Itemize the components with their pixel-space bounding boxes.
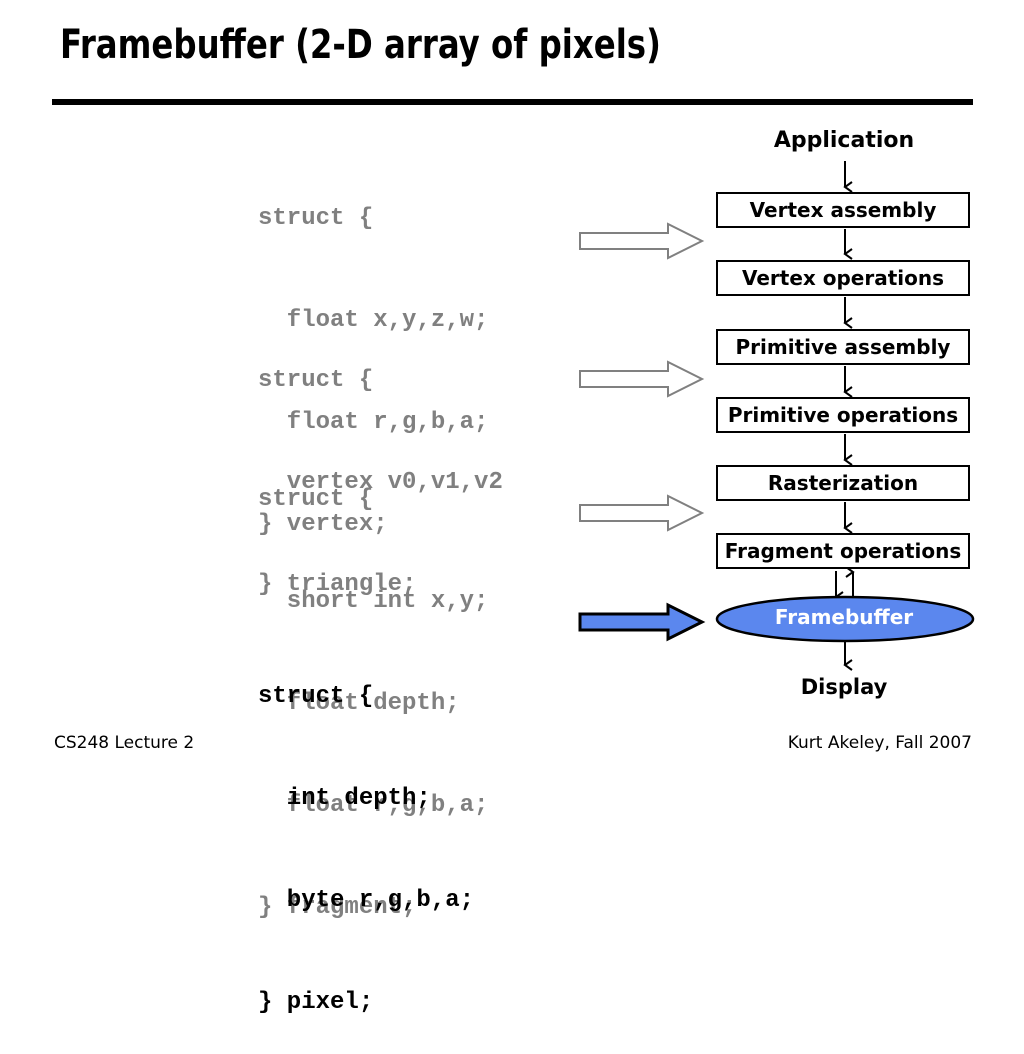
code-line: int depth;	[258, 785, 431, 812]
outline-arrow-fragment	[579, 494, 705, 532]
slide-title: Framebuffer (2-D array of pixels)	[60, 22, 661, 68]
code-block-pixel: struct { int depth; byte r,g,b,a; } pixe…	[258, 612, 474, 1054]
code-line: } triangle;	[258, 571, 417, 598]
code-line: float r,g,b,a;	[258, 409, 489, 436]
code-line: struct {	[258, 367, 374, 394]
stage-primitive-operations: Primitive operations	[716, 397, 970, 433]
code-block-vertex: struct { float x,y,z,w; float r,g,b,a; }…	[258, 134, 488, 576]
code-line: struct {	[258, 486, 374, 513]
title-underline	[52, 99, 973, 105]
code-line: struct {	[258, 205, 374, 232]
code-line: float x,y,z,w;	[258, 307, 489, 334]
stage-vertex-assembly: Vertex assembly	[716, 192, 970, 228]
code-line: } pixel;	[258, 989, 374, 1016]
stage-rasterization: Rasterization	[716, 465, 970, 501]
code-line: byte r,g,b,a;	[258, 887, 475, 914]
code-line: vertex v0,v1,v2	[258, 469, 503, 496]
framebuffer-label: Framebuffer	[774, 605, 914, 629]
code-line: float depth;	[258, 690, 460, 717]
outline-arrow-vertex	[579, 222, 705, 260]
outline-arrow-triangle	[579, 360, 705, 398]
stage-vertex-operations: Vertex operations	[716, 260, 970, 296]
stage-fragment-operations: Fragment operations	[716, 533, 970, 569]
footer-course: CS248 Lecture 2	[54, 733, 195, 753]
pipeline-sink-label: Display	[800, 675, 888, 699]
code-block-triangle: struct { vertex v0,v1,v2 } triangle;	[258, 296, 503, 636]
stage-primitive-assembly: Primitive assembly	[716, 329, 970, 365]
pipeline-source-label: Application	[773, 128, 915, 153]
code-line: short int x,y;	[258, 588, 489, 615]
filled-arrow-pixel	[578, 602, 706, 642]
code-line: } vertex;	[258, 511, 388, 538]
footer-author: Kurt Akeley, Fall 2007	[787, 733, 972, 753]
diagram-connectors	[578, 161, 975, 671]
code-line: struct {	[258, 683, 374, 710]
